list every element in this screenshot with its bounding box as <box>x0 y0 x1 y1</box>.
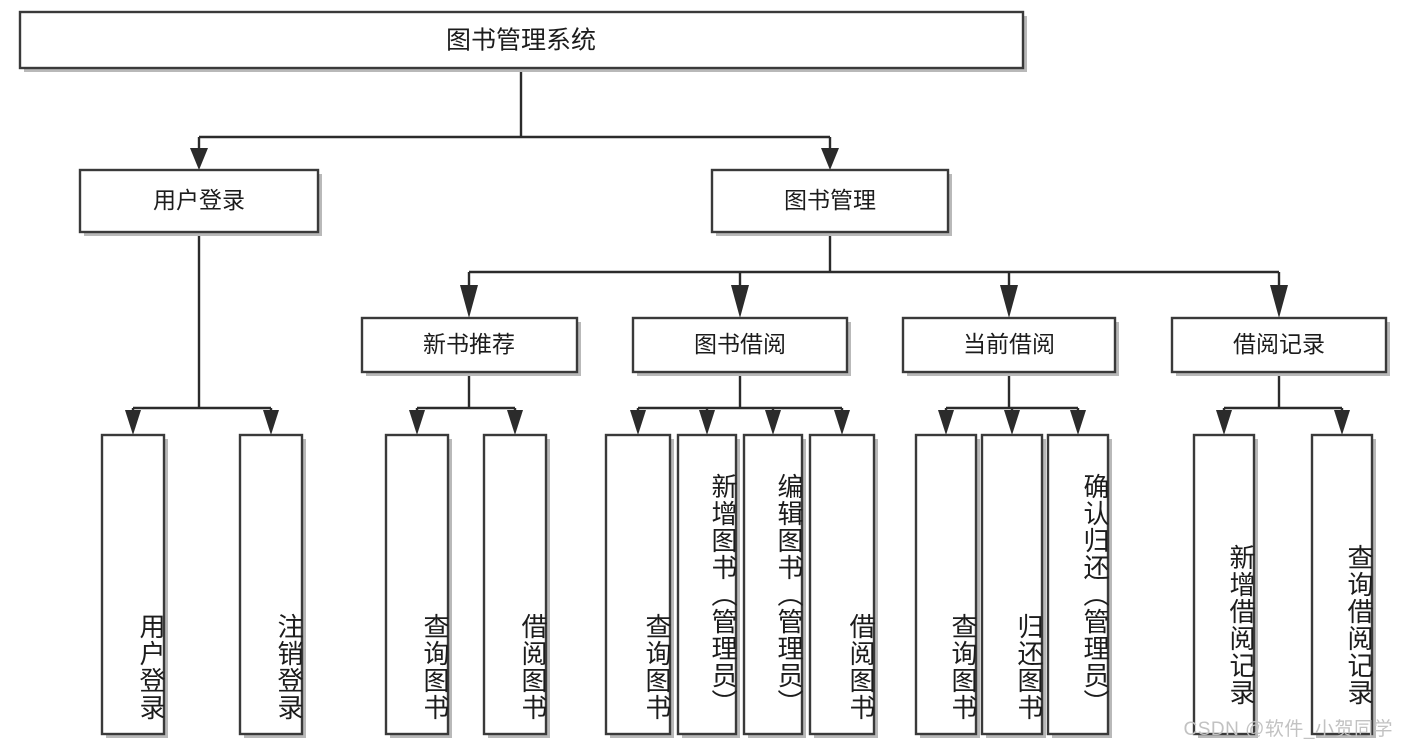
arrow-to-borrow-record <box>1270 285 1288 318</box>
node-book-management-label: 图书管理 <box>784 187 876 213</box>
arrow-to-leaf-return-book <box>1004 410 1020 435</box>
node-borrow-record-box[interactable] <box>1170 316 1388 374</box>
leaf-boxes <box>100 433 1376 738</box>
arrow-to-leaf-edit-book-admin <box>765 410 781 435</box>
leaf-user-login-box[interactable] <box>100 433 166 736</box>
leaf-confirm-return-admin-box[interactable] <box>1046 433 1110 736</box>
node-new-book-recommend-label: 新书推荐 <box>423 331 515 357</box>
node-user-login[interactable]: 用户登录 <box>78 168 322 236</box>
leaf-add-borrow-record-box[interactable] <box>1192 433 1256 736</box>
node-book-management[interactable]: 图书管理 <box>710 168 952 236</box>
arrow-to-leaf-borrow-book <box>834 410 850 435</box>
node-borrow-record-label: 借阅记录 <box>1233 331 1325 357</box>
arrow-to-leaf-add-borrow-record <box>1216 410 1232 435</box>
node-root-label: 图书管理系统 <box>446 27 596 55</box>
leaf-borrow-book-box[interactable] <box>808 433 876 736</box>
node-book-borrow-box[interactable] <box>631 316 849 374</box>
node-book-borrow-label: 图书借阅 <box>694 331 786 357</box>
arrow-to-leaf-query-book-current <box>938 410 954 435</box>
leaf-query-borrow-record-box[interactable] <box>1310 433 1374 736</box>
edge-layer <box>125 68 1350 435</box>
leaf-query-book-current-box[interactable] <box>914 433 978 736</box>
arrow-to-leaf-confirm-return-admin <box>1070 410 1086 435</box>
node-user-login-box[interactable] <box>78 168 320 234</box>
arrow-to-current-borrow <box>1000 285 1018 318</box>
arrow-to-book-borrow <box>731 285 749 318</box>
node-root-box[interactable] <box>18 10 1025 70</box>
leaf-logout-box[interactable] <box>238 433 304 736</box>
node-book-borrow[interactable]: 图书借阅 <box>631 316 851 376</box>
arrow-to-leaf-query-book-recommend <box>409 410 425 435</box>
node-book-management-box[interactable] <box>710 168 950 234</box>
arrow-to-leaf-logout <box>263 410 279 435</box>
leaf-query-book-recommend-box[interactable] <box>384 433 450 736</box>
node-new-book-recommend[interactable]: 新书推荐 <box>360 316 581 376</box>
node-borrow-record[interactable]: 借阅记录 <box>1170 316 1390 376</box>
node-user-login-label: 用户登录 <box>153 187 245 213</box>
arrow-to-leaf-query-borrow-record <box>1334 410 1350 435</box>
leaf-add-book-admin-box[interactable] <box>676 433 738 736</box>
csdn-watermark: CSDN @软件_小贺同学 <box>1183 719 1393 740</box>
node-current-borrow-box[interactable] <box>901 316 1117 374</box>
node-current-borrow[interactable]: 当前借阅 <box>901 316 1119 376</box>
node-root[interactable]: 图书管理系统 <box>18 10 1027 72</box>
leaf-query-book-borrow-box[interactable] <box>604 433 672 736</box>
arrow-to-user-login <box>190 148 208 170</box>
node-layer: 图书管理系统 用户登录 图书管理 新书推荐 <box>18 10 1390 738</box>
arrow-to-leaf-borrow-book-recommend <box>507 410 523 435</box>
arrow-to-new-book-recommend <box>460 285 478 318</box>
arrow-to-leaf-user-login <box>125 410 141 435</box>
leaf-edit-book-admin-box[interactable] <box>742 433 804 736</box>
leaf-borrow-book-recommend-box[interactable] <box>482 433 548 736</box>
node-current-borrow-label: 当前借阅 <box>963 331 1055 357</box>
leaf-return-book-box[interactable] <box>980 433 1044 736</box>
node-new-book-recommend-box[interactable] <box>360 316 579 374</box>
arrow-to-leaf-query-book-borrow <box>630 410 646 435</box>
arrow-to-book-management <box>821 148 839 170</box>
arrow-to-leaf-add-book-admin <box>699 410 715 435</box>
